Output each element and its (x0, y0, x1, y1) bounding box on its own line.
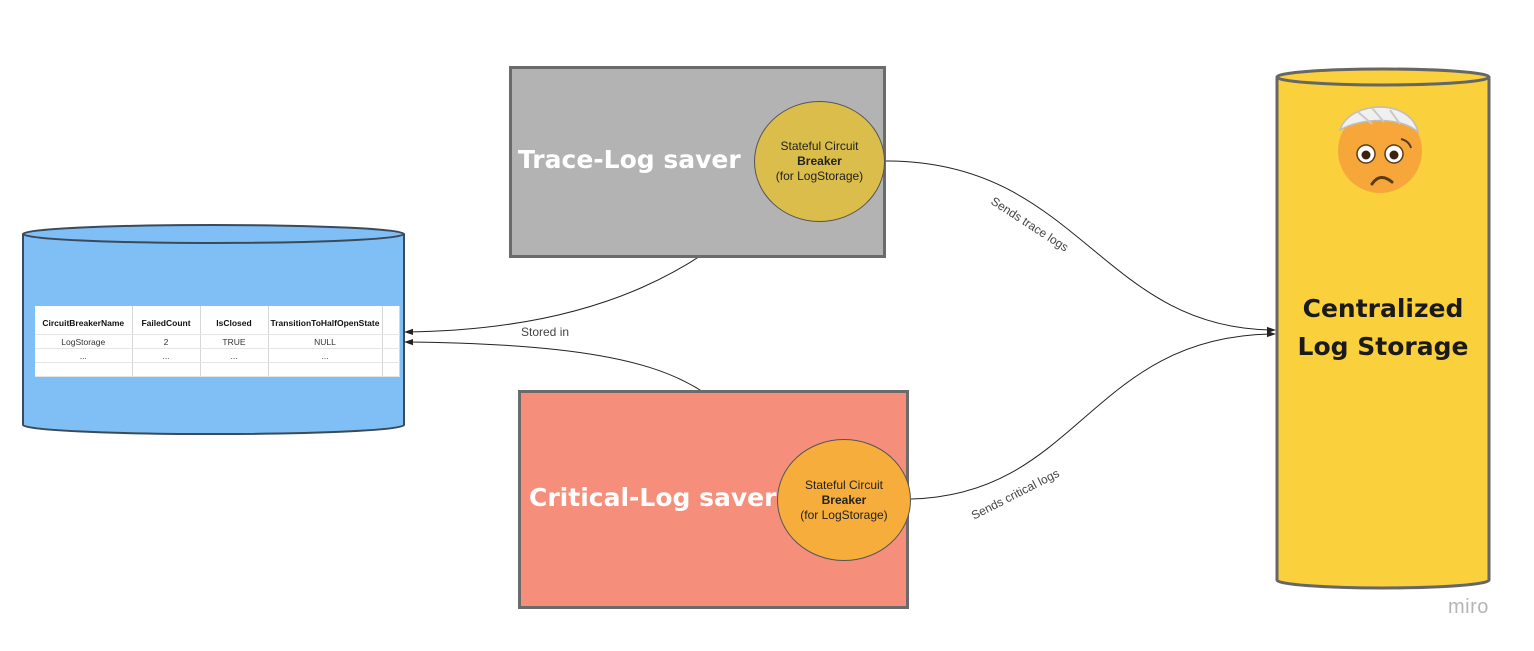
table-cell-empty (382, 362, 400, 377)
table-cell: LogStorage (35, 334, 133, 349)
table-row: ... ... ... ... (35, 348, 400, 363)
table-cell-empty (268, 362, 383, 377)
centralized-storage-cylinder (1275, 67, 1491, 590)
breaker-line1: Stateful Circuit (804, 477, 884, 492)
table-cell-empty (382, 348, 400, 363)
table-cell: ... (132, 348, 201, 363)
table-header-cell: FailedCount (132, 306, 201, 335)
table-header-cell: IsClosed (200, 306, 269, 335)
table-row-empty (35, 362, 400, 377)
storage-label-line1: Centralized (1302, 294, 1464, 323)
edge-critical-breaker-to-central-storage (910, 330, 1276, 500)
face-with-head-bandage-icon (1338, 106, 1422, 193)
table-header-cell: TransitionToHalfOpenState (268, 306, 383, 335)
table-row: LogStorage 2 TRUE NULL (35, 334, 400, 349)
storage-label-line2: Log Storage (1297, 332, 1469, 361)
table-cell: ... (268, 348, 383, 363)
breaker-line3: (for LogStorage) (800, 507, 888, 522)
edge-label-stored-in: Stored in (521, 325, 570, 339)
table-cell-empty (35, 362, 133, 377)
trace-log-saver-title: Trace-Log saver (518, 145, 741, 174)
table-cell: NULL (268, 334, 383, 349)
trace-circuit-breaker: Stateful Circuit Breaker (for LogStorage… (754, 101, 885, 222)
edge-trace-breaker-to-central-storage (884, 160, 1276, 334)
table-cell-empty (132, 362, 201, 377)
table-cell: 2 (132, 334, 201, 349)
centralized-log-storage-label: Centralized Log Storage (1276, 290, 1490, 366)
table-header-row: CircuitBreakerName FailedCount IsClosed … (35, 306, 400, 335)
breaker-line1: Stateful Circuit (780, 139, 859, 153)
table-cell: ... (200, 348, 269, 363)
circuit-breaker-state-table: CircuitBreakerName FailedCount IsClosed … (35, 306, 400, 377)
critical-circuit-breaker: Stateful Circuit Breaker (for LogStorage… (777, 439, 911, 561)
table-cell: TRUE (200, 334, 269, 349)
critical-log-saver-title: Critical-Log saver (529, 483, 777, 512)
breaker-line3: (for LogStorage) (775, 169, 864, 183)
table-cell: ... (35, 348, 133, 363)
table-cell-empty (200, 362, 269, 377)
table-cell-empty (382, 334, 400, 349)
table-header-cell: CircuitBreakerName (35, 306, 133, 335)
table-header-cell-empty (382, 306, 400, 335)
breaker-line2: Breaker (797, 154, 842, 168)
miro-logo: miro (1448, 596, 1489, 618)
breaker-line2: Breaker (821, 492, 867, 507)
